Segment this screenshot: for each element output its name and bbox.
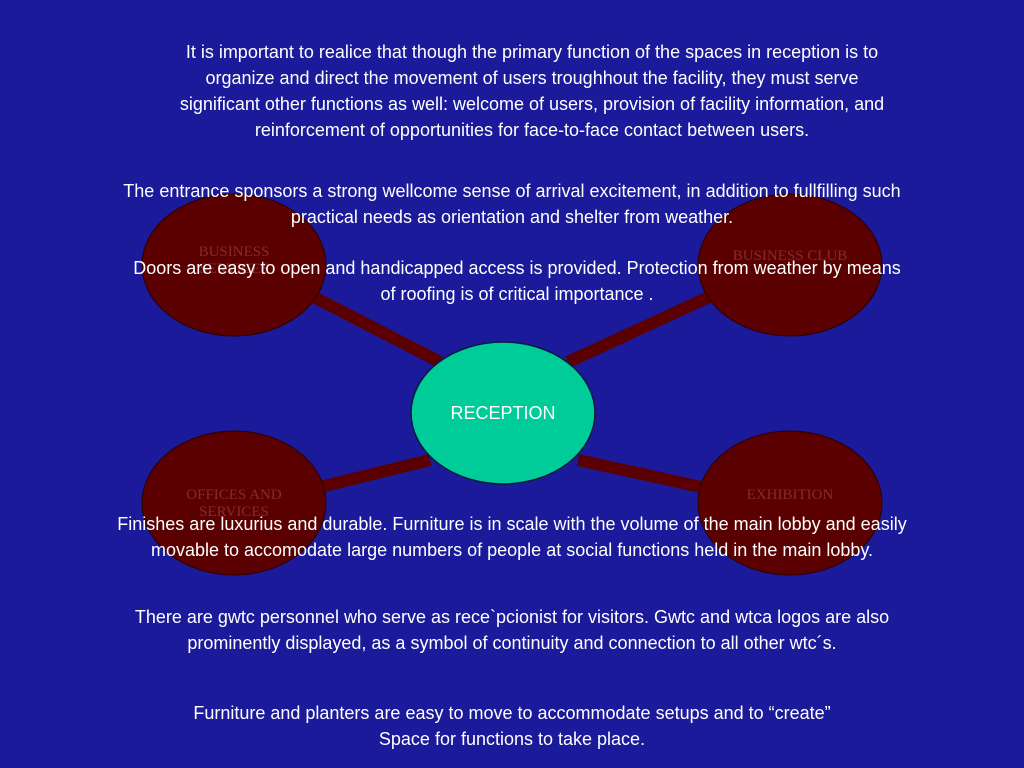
node-label-line: BUSINESS bbox=[198, 244, 270, 260]
node-business-club bbox=[697, 193, 883, 337]
paragraph-line: It is important to realice that though t… bbox=[185, 42, 879, 62]
node-label-reception: RECEPTION bbox=[450, 403, 556, 423]
paragraph-line: There are gwtc personnel who serve as re… bbox=[134, 607, 890, 627]
node-label-business-services: BUSINESS SERVICES bbox=[164, 244, 304, 278]
paragraph-line: significant other functions as well: wel… bbox=[179, 94, 885, 114]
node-business-services bbox=[141, 193, 327, 337]
paragraph-line: organize and direct the movement of user… bbox=[205, 68, 859, 88]
paragraph-line: practical needs as orientation and shelt… bbox=[290, 207, 734, 227]
node-label-offices-and-services: OFFICES AND SERVICES bbox=[160, 487, 308, 521]
node-label-business-club: BUSINESS CLUB bbox=[700, 248, 880, 265]
node-label-line: BUSINESS CLUB bbox=[732, 248, 848, 264]
paragraph-line: Furniture and planters are easy to move … bbox=[193, 703, 831, 723]
node-offices-and-services bbox=[141, 430, 327, 576]
node-label-line: OFFICES AND bbox=[186, 487, 282, 503]
paragraph-personnel: There are gwtc personnel who serve as re… bbox=[0, 604, 1024, 656]
paragraph-reception-purpose: It is important to realice that though t… bbox=[60, 39, 1004, 143]
node-label-line: EXHIBITION bbox=[746, 487, 834, 503]
paragraph-line: Space for functions to take place. bbox=[378, 729, 646, 749]
node-label-line: SERVICES bbox=[199, 504, 269, 520]
paragraph-finishes: Finishes are luxurius and durable. Furni… bbox=[0, 511, 1024, 563]
paragraph-entrance: The entrance sponsors a strong wellcome … bbox=[0, 178, 1024, 230]
connector-top-left bbox=[297, 284, 443, 368]
node-label-exhibition: EXHIBITION bbox=[710, 487, 870, 504]
connector-top-right bbox=[565, 284, 727, 368]
paragraph-line: reinforcement of opportunities for face-… bbox=[254, 120, 810, 140]
paragraph-line: The entrance sponsors a strong wellcome … bbox=[123, 181, 901, 201]
paragraph-line: Finishes are luxurius and durable. Furni… bbox=[117, 514, 907, 534]
paragraph-furniture: Furniture and planters are easy to move … bbox=[0, 700, 1024, 752]
paragraph-line: Doors are easy to open and handicapped a… bbox=[133, 258, 901, 278]
node-exhibition bbox=[697, 430, 883, 576]
paragraph-line: prominently displayed, as a symbol of co… bbox=[187, 633, 837, 653]
node-label-line: SERVICES bbox=[199, 261, 269, 277]
paragraph-doors: Doors are easy to open and handicapped a… bbox=[12, 255, 1022, 307]
paragraph-line: of roofing is of critical importance . bbox=[380, 284, 654, 304]
connector-bottom-right bbox=[576, 454, 726, 498]
paragraph-line: movable to accomodate large numbers of p… bbox=[150, 540, 874, 560]
node-reception bbox=[410, 341, 596, 485]
